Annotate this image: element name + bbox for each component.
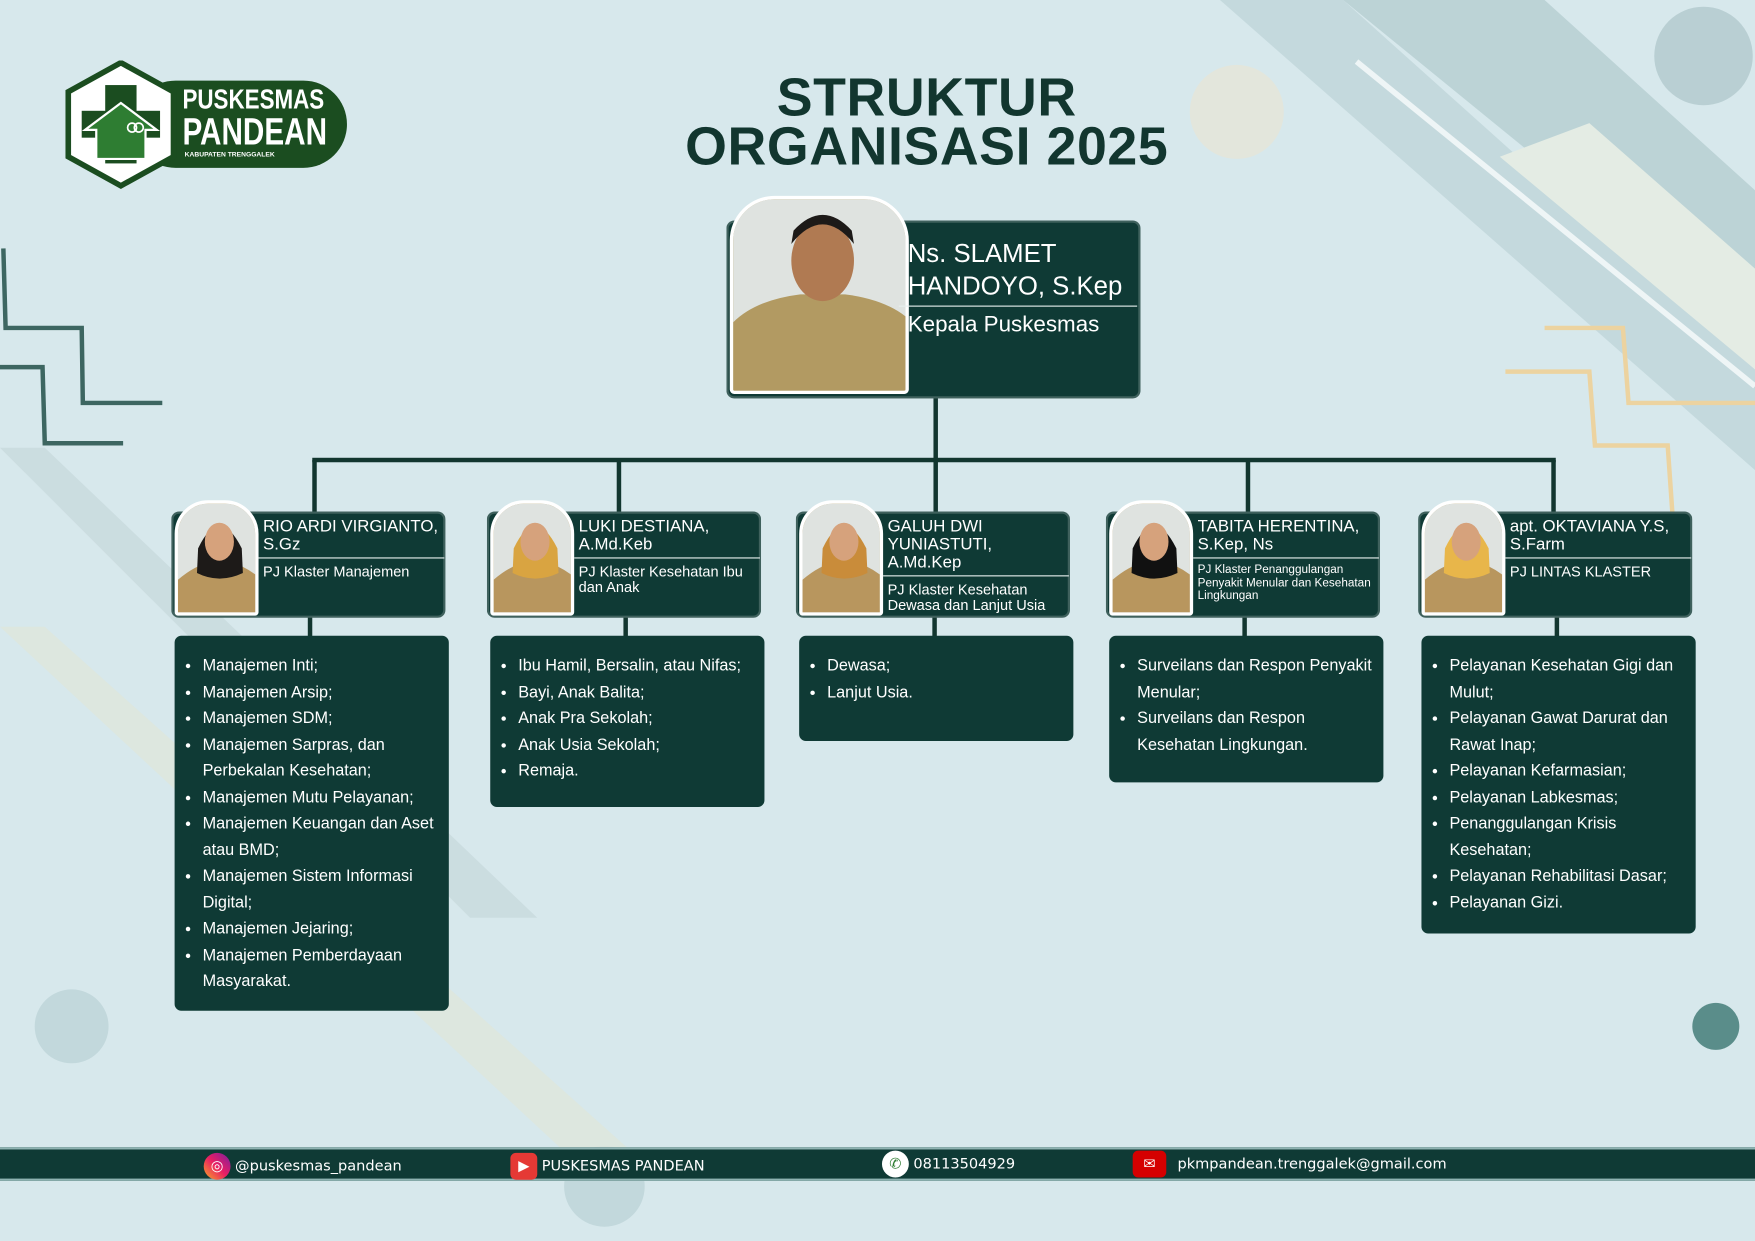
duty-item: Manajemen Jejaring;	[203, 917, 440, 943]
youtube-icon: ▶	[510, 1152, 538, 1180]
logo-subtitle: KABUPATEN TRENGGALEK	[184, 152, 275, 159]
whatsapp-icon: ✆	[881, 1150, 909, 1178]
member-photo	[490, 500, 575, 616]
logo-line1: PUSKESMAS	[182, 83, 325, 116]
duty-item: Pelayanan Gawat Darurat dan Rawat Inap;	[1449, 706, 1686, 759]
divider	[1193, 557, 1379, 559]
connector	[307, 616, 313, 637]
head-name: Ns. SLAMET HANDOYO, S.Kep	[907, 238, 1123, 300]
duty-item: Pelayanan Gizi.	[1449, 890, 1686, 916]
connector	[1245, 460, 1251, 513]
duty-item: Manajemen SDM;	[203, 706, 440, 732]
duty-item: Lanjut Usia.	[827, 680, 1064, 706]
member-text: TABITA HERENTINA, S.Kep, Ns PJ Klaster P…	[1193, 517, 1379, 603]
whatsapp-link[interactable]: ✆08113504929	[881, 1150, 1016, 1178]
instagram-handle: @puskesmas_pandean	[235, 1157, 402, 1175]
member-text: apt. OKTAVIANA Y.S, S.Farm PJ LINTAS KLA…	[1505, 517, 1692, 580]
duty-item: Manajemen Mutu Pelayanan;	[203, 785, 440, 811]
duty-item: Manajemen Sarpras, dan Perbekalan Keseha…	[203, 733, 440, 786]
divider	[258, 557, 445, 559]
connector	[623, 616, 628, 637]
person-photo-icon	[493, 503, 571, 613]
youtube-channel: PUSKESMAS PANDEAN	[541, 1157, 705, 1175]
connector	[1554, 616, 1560, 637]
duty-item: Anak Usia Sekolah;	[518, 733, 755, 759]
duty-item: Dewasa;	[827, 654, 1064, 680]
head-text: Ns. SLAMET HANDOYO, S.Kep Kepala Puskesm…	[898, 237, 1138, 337]
member-duties-list: Pelayanan Kesehatan Gigi dan Mulut;Pelay…	[1421, 635, 1696, 934]
logo: PUSKESMAS PANDEAN KABUPATEN TRENGGALEK	[65, 59, 349, 190]
email-icon: ✉	[1132, 1150, 1167, 1178]
duty-item: Pelayanan Kesehatan Gigi dan Mulut;	[1449, 654, 1686, 707]
member-name: TABITA HERENTINA, S.Kep, Ns	[1197, 517, 1360, 555]
title-line2: ORGANISASI 2025	[685, 117, 1169, 177]
duty-item: Manajemen Arsip;	[203, 680, 440, 706]
connector	[1551, 460, 1556, 513]
member-duties-list: Manajemen Inti;Manajemen Arsip;Manajemen…	[174, 635, 449, 1011]
member-photo	[1421, 500, 1506, 616]
email-address: pkmpandean.trenggalek@gmail.com	[1177, 1155, 1447, 1173]
person-photo-icon	[1112, 503, 1190, 613]
duty-item: Pelayanan Rehabilitasi Dasar;	[1449, 864, 1686, 890]
member-photo	[1109, 500, 1194, 616]
footer-bar: ◎@puskesmas_pandean ▶PUSKESMAS PANDEAN ✆…	[0, 1147, 1755, 1181]
member-role: PJ LINTAS KLASTER	[1509, 562, 1652, 580]
title-line1: STRUKTUR	[776, 68, 1077, 128]
connector	[933, 460, 938, 513]
connector	[312, 460, 317, 513]
instagram-icon: ◎	[203, 1152, 231, 1180]
whatsapp-number: 08113504929	[913, 1155, 1016, 1173]
duty-item: Pelayanan Labkesmas;	[1449, 785, 1686, 811]
member-name: LUKI DESTIANA, A.Md.Keb	[578, 517, 710, 555]
member-role: PJ Klaster Penanggulangan Penyakit Menul…	[1197, 562, 1371, 603]
member-duties-list: Dewasa;Lanjut Usia.	[799, 635, 1074, 741]
member-name: RIO ARDI VIRGIANTO, S.Gz	[263, 517, 439, 555]
connector	[933, 397, 938, 463]
duty-item: Ibu Hamil, Bersalin, atau Nifas;	[518, 654, 755, 680]
email-link[interactable]: ✉ pkmpandean.trenggalek@gmail.com	[1132, 1150, 1447, 1178]
member-text: GALUH DWI YUNIASTUTI, A.Md.Kep PJ Klaste…	[883, 517, 1069, 614]
person-photo-icon	[733, 199, 906, 391]
page-title: STRUKTUR ORGANISASI 2025	[627, 68, 1227, 177]
member-role: PJ Klaster Manajemen	[263, 562, 410, 580]
person-photo-icon	[802, 503, 880, 613]
member-duties-list: Ibu Hamil, Bersalin, atau Nifas;Bayi, An…	[490, 635, 765, 807]
duty-item: Surveilans dan Respon Kesehatan Lingkung…	[1137, 706, 1374, 759]
duty-item: Remaja.	[518, 759, 755, 785]
connector	[616, 460, 622, 513]
youtube-link[interactable]: ▶PUSKESMAS PANDEAN	[510, 1152, 705, 1180]
duty-item: Surveilans dan Respon Penyakit Menular;	[1137, 654, 1374, 707]
duty-item: Manajemen Pemberdayaan Masyarakat.	[203, 943, 440, 996]
member-name: apt. OKTAVIANA Y.S, S.Farm	[1509, 517, 1670, 555]
logo-line2: PANDEAN	[182, 110, 328, 154]
person-photo-icon	[177, 503, 256, 613]
duty-item: Manajemen Keuangan dan Aset atau BMD;	[203, 811, 440, 864]
duty-item: Bayi, Anak Balita;	[518, 680, 755, 706]
member-role: PJ Klaster Kesehatan Dewasa dan Lanjut U…	[887, 580, 1046, 614]
member-photo	[799, 500, 884, 616]
divider	[898, 305, 1138, 307]
duty-item: Manajemen Inti;	[203, 654, 440, 680]
member-photo	[174, 500, 259, 616]
member-role: PJ Klaster Kesehatan Ibu dan Anak	[578, 562, 743, 596]
member-duties-list: Surveilans dan Respon Penyakit Menular;S…	[1109, 635, 1384, 783]
duty-item: Penanggulangan Krisis Kesehatan;	[1449, 811, 1686, 864]
divider	[574, 557, 760, 559]
head-photo	[729, 195, 909, 394]
duty-item: Pelayanan Kefarmasian;	[1449, 759, 1686, 785]
divider	[1505, 557, 1692, 559]
member-text: RIO ARDI VIRGIANTO, S.Gz PJ Klaster Mana…	[258, 517, 445, 580]
duty-item: Anak Pra Sekolah;	[518, 706, 755, 732]
connector	[932, 616, 937, 637]
connector	[1242, 616, 1247, 637]
person-photo-icon	[1424, 503, 1503, 613]
logo-emblem-icon	[65, 59, 347, 189]
member-text: LUKI DESTIANA, A.Md.Keb PJ Klaster Keseh…	[574, 517, 760, 596]
member-name: GALUH DWI YUNIASTUTI, A.Md.Kep	[887, 517, 993, 572]
instagram-link[interactable]: ◎@puskesmas_pandean	[203, 1152, 402, 1180]
head-role: Kepala Puskesmas	[907, 312, 1100, 337]
duty-item: Manajemen Sistem Informasi Digital;	[203, 864, 440, 917]
divider	[883, 575, 1069, 577]
